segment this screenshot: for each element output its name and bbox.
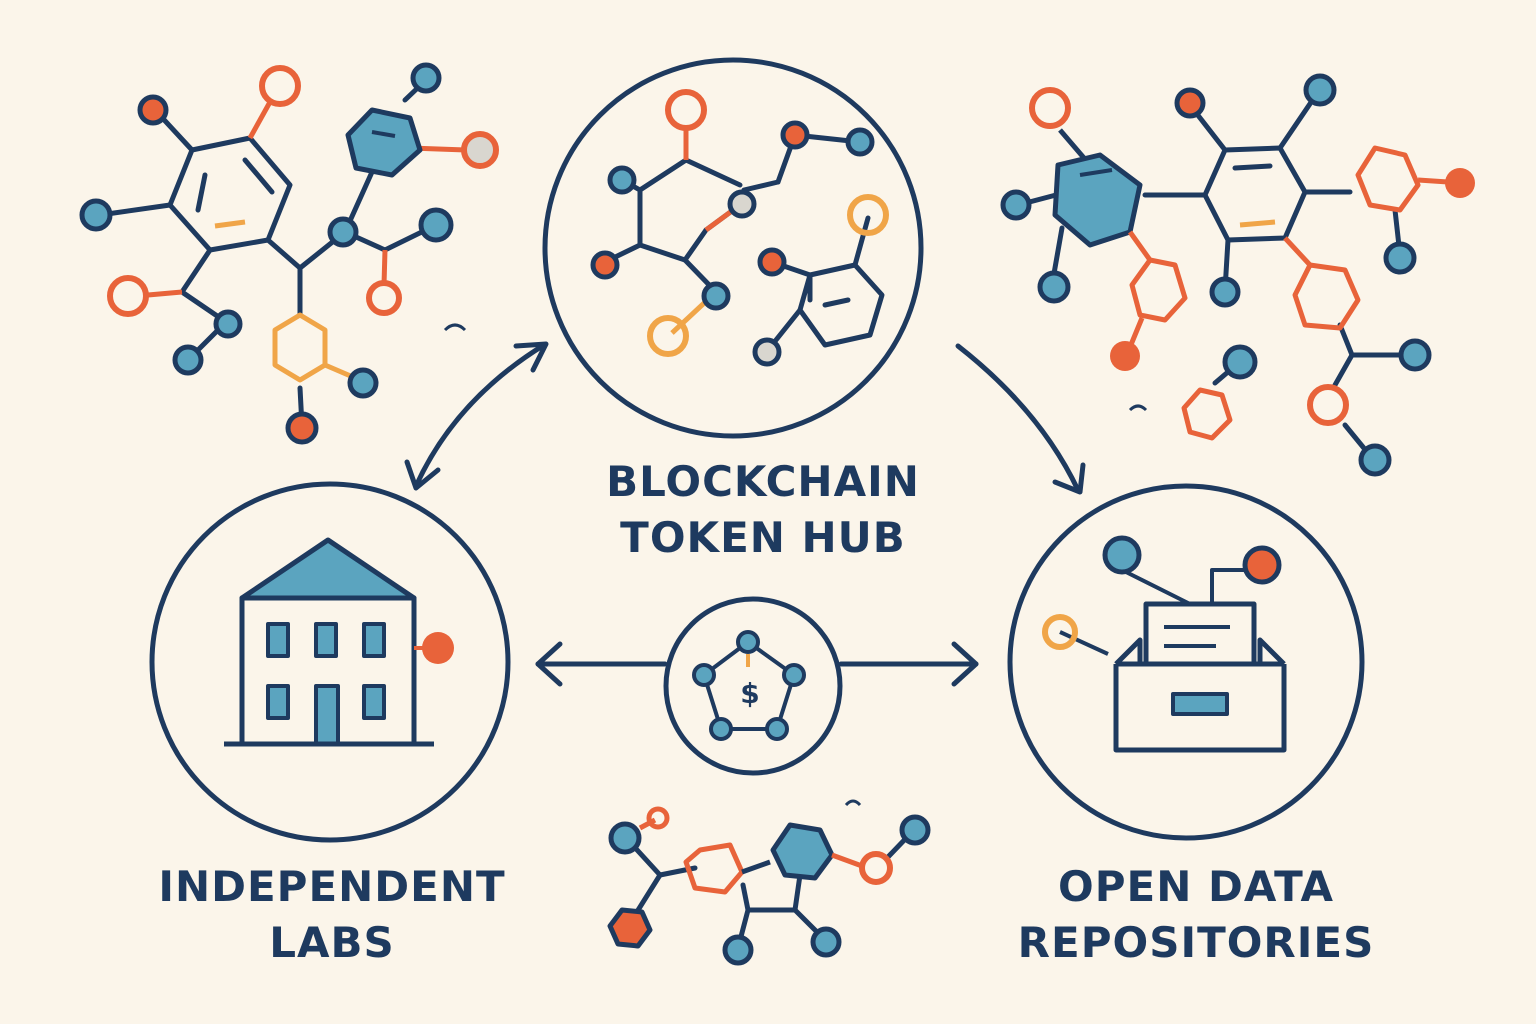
labs-label-line1: INDEPENDENT — [158, 862, 506, 911]
hub-circle — [542, 57, 924, 439]
repos-label-line1: OPEN DATA — [1058, 862, 1334, 911]
repo-node-3 — [1042, 614, 1078, 650]
file-cabinet-icon — [1059, 568, 1287, 753]
labs-label: INDEPENDENT LABS — [112, 859, 552, 971]
arrow-labs-hub — [404, 341, 549, 491]
repo-node-1 — [1102, 535, 1142, 575]
hub-label-line1: BLOCKCHAIN — [606, 457, 920, 506]
repo-node-2 — [1242, 545, 1282, 585]
arrow-token-labs — [535, 641, 668, 687]
molecule-icon — [607, 799, 931, 966]
molecule-icon — [590, 89, 889, 367]
labs-node — [422, 632, 454, 664]
repos-circle — [1007, 483, 1365, 841]
building-icon — [224, 537, 434, 747]
molecule-icon — [1000, 73, 1475, 477]
labs-circle — [149, 481, 511, 843]
arrow-hub-repos — [955, 343, 1086, 495]
token-symbol: $ — [740, 677, 759, 710]
hub-label: BLOCKCHAIN TOKEN HUB — [553, 454, 973, 566]
dollar-token-icon: $ — [692, 630, 806, 741]
labs-label-line2: LABS — [269, 918, 395, 967]
token-circle — [663, 596, 843, 776]
hub-label-line2: TOKEN HUB — [620, 513, 906, 562]
arrow-token-repos — [838, 641, 979, 687]
repos-label: OPEN DATA REPOSITORIES — [996, 859, 1396, 971]
molecule-icon — [79, 62, 499, 445]
repos-label-line2: REPOSITORIES — [1017, 918, 1375, 967]
